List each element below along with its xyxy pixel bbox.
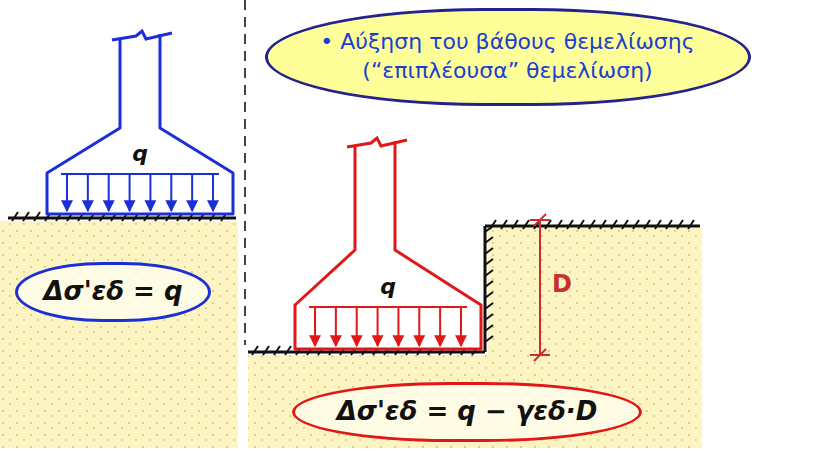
heading-text: • Αύξηση του βάθους θεμελίωσης (“επιπλέο… [293, 28, 723, 85]
formula-text: Δσ'εδ = q − γεδ·D [337, 395, 598, 429]
soil-left [0, 221, 238, 448]
footing-deep: q [293, 135, 483, 351]
dimension-label: D [552, 270, 572, 298]
footing-shallow: q [45, 28, 235, 216]
footing-outline [45, 28, 235, 216]
stress-formula: Δσ'εδ = q − γεδ·D [292, 382, 642, 442]
dimension-line [530, 214, 550, 361]
title-bubble: • Αύξηση του βάθους θεμελίωσης (“επιπλέο… [265, 8, 751, 106]
stress-formula: Δσ'εδ = q [15, 262, 210, 322]
load-symbol: q [45, 142, 235, 166]
load-symbol: q [293, 275, 483, 299]
divider-line [244, 0, 246, 345]
formula-text: Δσ'εδ = q [43, 275, 182, 309]
footing-outline [293, 135, 483, 351]
